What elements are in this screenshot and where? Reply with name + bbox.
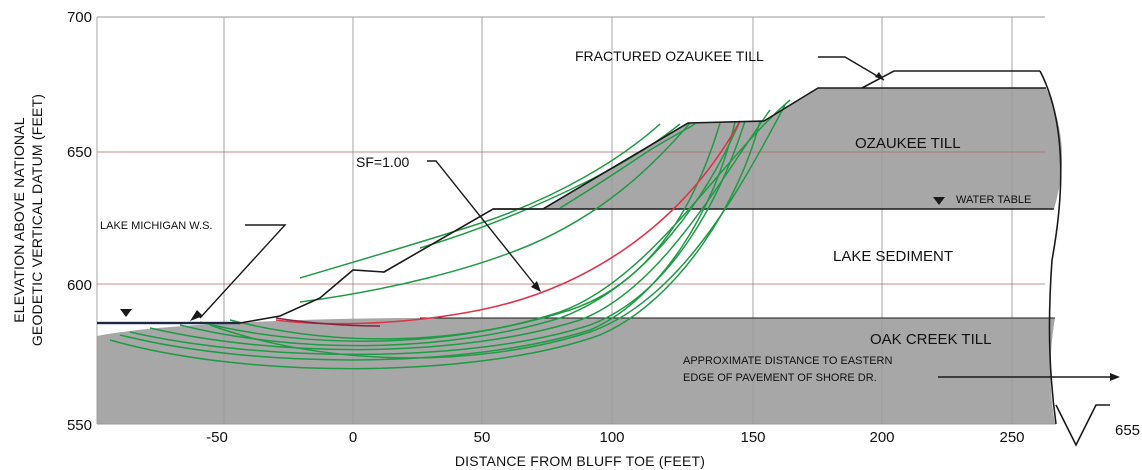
slip-surface-3 [129, 120, 746, 356]
slip-surface-8 [229, 122, 721, 340]
slip-surface-4 [149, 109, 771, 351]
slip-surface-2 [119, 121, 736, 361]
slip-surface-9 [299, 122, 691, 303]
y-axis: 550 600 650 700 [67, 9, 92, 434]
y-tick-700: 700 [67, 9, 92, 26]
axis-break-symbol [1055, 404, 1110, 447]
x-tick-250: 250 [999, 429, 1024, 446]
x-axis: -50 0 50 100 150 200 250 655 [206, 422, 1140, 446]
slip-surface-12 [559, 123, 696, 209]
slip-surface-10 [299, 123, 661, 279]
oak-creek-till-label: OAK CREEK TILL [870, 331, 991, 348]
annotation-arrows [190, 56, 1120, 381]
y-axis-title-line1: ELEVATION ABOVE NATIONAL [11, 117, 27, 323]
ground-surface-profile [97, 87, 1046, 324]
fractured-till-outline [861, 70, 1040, 89]
gridlines [96, 16, 1056, 425]
pavement-note-line1: APPROXIMATE DISTANCE TO EASTERN [683, 355, 893, 367]
critical-slip-surface [275, 120, 741, 325]
x-tick-100: 100 [599, 429, 624, 446]
y-axis-title-line2: GEODETIC VERTICAL DATUM (FEET) [29, 94, 45, 346]
x-tick-655: 655 [1115, 422, 1140, 439]
slip-surface-7 [209, 104, 786, 359]
y-tick-600: 600 [67, 277, 92, 294]
fractured-till-arrow [818, 56, 885, 81]
fractured-till-label: FRACTURED OZAUKEE TILL [575, 48, 764, 64]
ozaukee-till-label: OZAUKEE TILL [855, 135, 961, 152]
y-tick-650: 650 [67, 144, 92, 161]
lake-level-marker [120, 309, 132, 317]
lake-ws-arrow [199, 224, 287, 319]
x-tick-minus-50: -50 [206, 429, 228, 446]
slip-surface-6 [199, 99, 791, 342]
lake-sediment-label: LAKE SEDIMENT [833, 248, 953, 265]
safety-factor-label: SF=1.00 [356, 154, 410, 170]
water-table-label: WATER TABLE [956, 194, 1031, 206]
lake-michigan-label: LAKE MICHIGAN W.S. [100, 220, 212, 232]
x-tick-0: 0 [349, 429, 357, 446]
x-tick-50: 50 [474, 429, 491, 446]
oak-creek-till-layer [97, 318, 1055, 424]
water-table-marker [933, 197, 945, 205]
x-axis-title: DISTANCE FROM BLUFF TOE (FEET) [455, 453, 705, 469]
y-tick-550: 550 [67, 417, 92, 434]
soil-layers [97, 88, 1063, 424]
ozaukee-till-layer [543, 88, 1063, 209]
x-tick-150: 150 [740, 429, 765, 446]
x-tick-200: 200 [869, 429, 894, 446]
sf-arrow [427, 160, 536, 286]
pavement-note-line2: EDGE OF PAVEMENT OF SHORE DR. [683, 372, 877, 384]
